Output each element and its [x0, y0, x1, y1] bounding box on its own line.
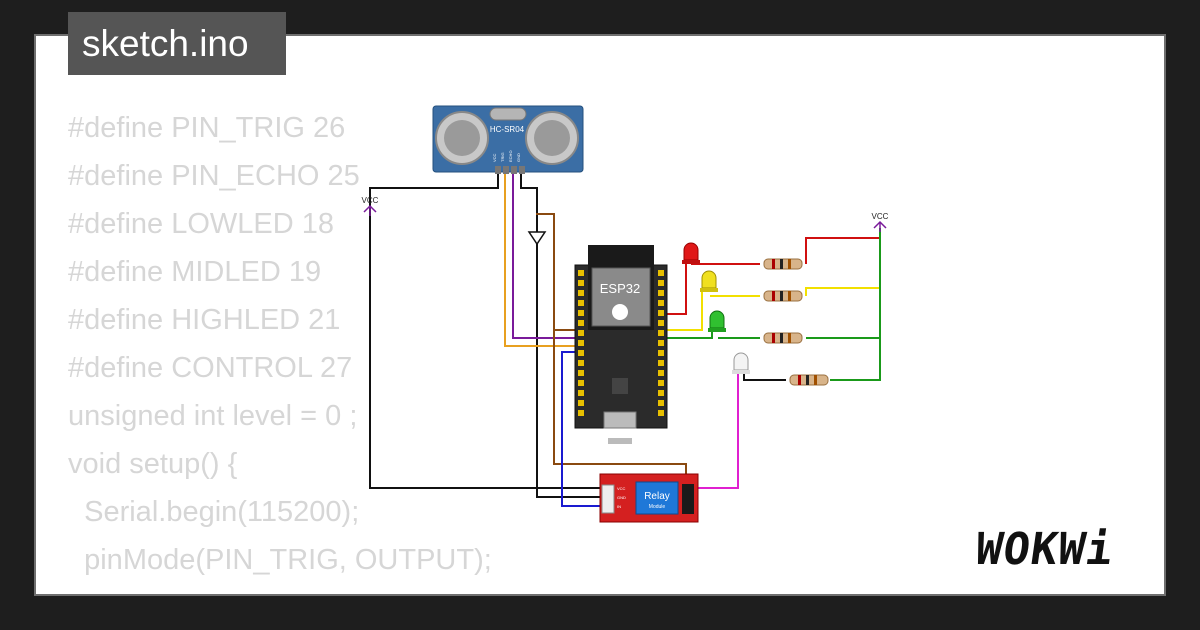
code-line: Serial.begin(115200); — [68, 496, 360, 528]
relay-pin-label: IN — [617, 504, 621, 509]
wire-brown — [536, 213, 578, 331]
sensor-pin-label: GND — [516, 153, 521, 162]
code-line: pinMode(PIN_ECHO, INPUT); — [68, 584, 492, 594]
code-line: #define PIN_TRIG 26 — [68, 112, 346, 144]
sensor-pin-label: ECHO — [508, 150, 513, 162]
esp32-label: ESP32 — [600, 281, 640, 296]
code-line: pinMode(PIN_TRIG, OUTPUT); — [68, 544, 492, 576]
esp32-board: ESP32 — [574, 245, 668, 444]
wire-sensor-vcc — [369, 172, 499, 212]
gnd-arrow-icon — [527, 231, 547, 246]
sensor-label: HC-SR04 — [490, 125, 525, 134]
wire-vcc-relay — [369, 212, 604, 489]
resistor-2 — [763, 290, 803, 302]
resistor-3 — [763, 332, 803, 344]
relay-pin-label: GND — [617, 495, 626, 500]
sensor-pin-label: TRIG — [500, 152, 505, 162]
relay-label: Relay — [644, 491, 670, 502]
code-line: #define CONTROL 27 — [68, 352, 353, 384]
led-white — [732, 352, 750, 374]
wokwi-logo: WOKWi — [972, 524, 1118, 575]
wire-trig — [504, 172, 578, 347]
code-line: #define LOWLED 18 — [68, 208, 334, 240]
wire-yellow-esp — [664, 292, 703, 331]
wire-yellow-vcc — [805, 287, 880, 296]
ultrasonic-sensor: HC-SR04 VCC TRIG ECHO GND — [432, 105, 584, 174]
wire-magenta — [698, 374, 739, 489]
wire-white-res — [743, 374, 786, 381]
wire-red-vcc — [805, 228, 881, 264]
code-line: #define HIGHLED 21 — [68, 304, 341, 336]
wire-brown-relay — [553, 330, 687, 480]
resistor-4 — [789, 374, 829, 386]
relay-sublabel: Module — [649, 504, 666, 510]
wire-sensor-gnd — [520, 172, 604, 498]
wire-red-esp — [664, 262, 687, 315]
code-line: unsigned int level = 0 ; — [68, 400, 358, 432]
wire-red-res — [691, 262, 760, 265]
resistor-1 — [763, 258, 803, 270]
code-line: #define PIN_ECHO 25 — [68, 160, 360, 192]
file-title-tab: sketch.ino — [68, 12, 286, 75]
vcc-right-icon: VCC — [872, 212, 889, 232]
vcc-right-label: VCC — [872, 212, 889, 221]
wire-control — [561, 351, 604, 507]
code-line: #define MIDLED 19 — [68, 256, 322, 288]
relay-pin-label: VCC — [617, 486, 626, 491]
vcc-left-label: VCC — [362, 196, 379, 205]
wire-white-vcc — [830, 228, 881, 381]
led-green — [708, 310, 726, 332]
led-red — [682, 242, 700, 264]
sensor-pin-label: VCC — [492, 153, 497, 162]
vcc-left-icon: VCC — [362, 196, 379, 216]
led-yellow — [700, 270, 718, 292]
code-preview: #define PIN_TRIG 26 #define PIN_ECHO 25 #d… — [68, 104, 492, 594]
wire-echo — [512, 172, 578, 339]
relay-module: Relay Module VCC GND IN — [599, 473, 699, 523]
code-line: void setup() { — [68, 448, 238, 480]
